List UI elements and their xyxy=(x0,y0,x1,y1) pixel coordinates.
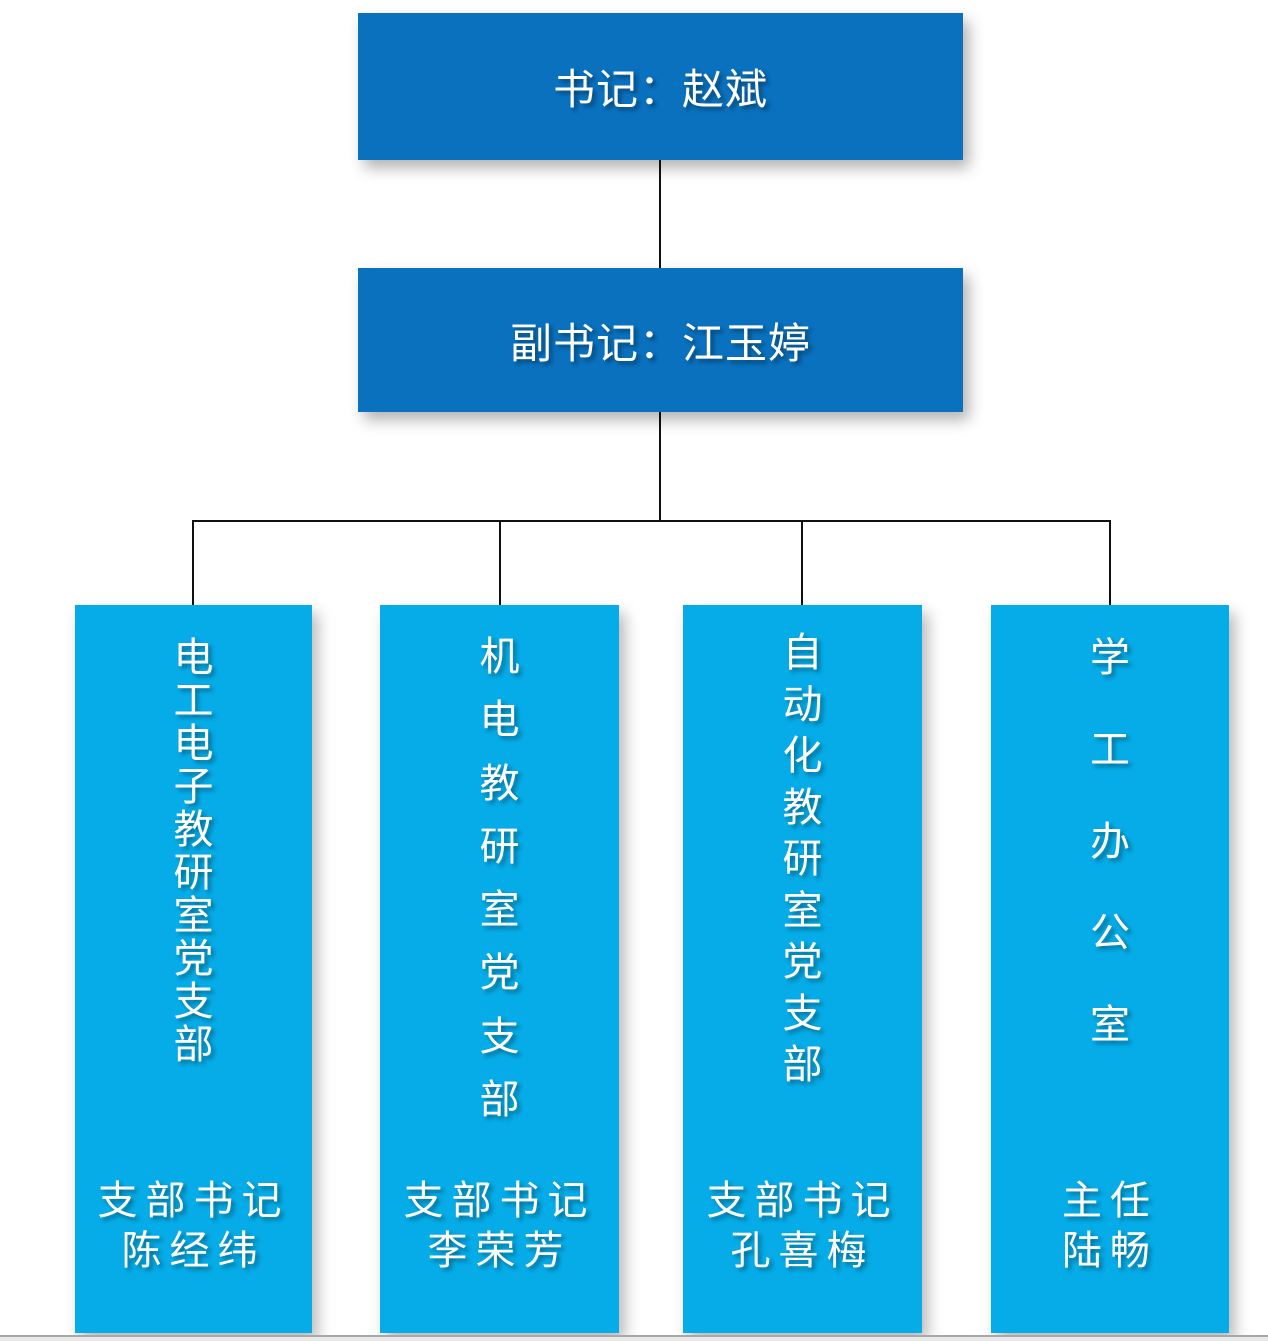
connector-root-to-deputy xyxy=(659,160,661,268)
connector-drop-branch-2 xyxy=(499,520,501,606)
branch-title: 自动化教研室党支部 xyxy=(782,631,823,1087)
connector-drop-branch-1 xyxy=(192,520,194,606)
node-secretary: 书记：赵斌 xyxy=(358,13,963,160)
page-edge xyxy=(0,1335,1268,1341)
connector-drop-branch-3 xyxy=(801,520,803,606)
node-deputy-secretary-label: 副书记：江玉婷 xyxy=(509,319,811,367)
branch-leader-name: 李荣芳 xyxy=(427,1229,572,1273)
branch-title: 机电教研室党支部 xyxy=(479,635,520,1122)
branch-leader: 支部书记 李荣芳 xyxy=(380,1176,619,1276)
branch-leader-name: 孔喜梅 xyxy=(730,1229,875,1273)
branch-title: 电工电子教研室党支部 xyxy=(173,636,214,1067)
branch-leader-role: 支部书记 xyxy=(706,1179,899,1223)
branch-leader-role: 支部书记 xyxy=(403,1179,596,1223)
connector-bus xyxy=(192,520,1111,522)
branch-leader: 主任 陆畅 xyxy=(991,1176,1229,1276)
node-deputy-secretary: 副书记：江玉婷 xyxy=(358,268,963,412)
branch-node-electrical-electronics: 电工电子教研室党支部 支部书记 陈经纬 xyxy=(75,605,312,1333)
branch-leader-name: 陆畅 xyxy=(1062,1229,1158,1273)
branch-leader-role: 主任 xyxy=(1062,1179,1158,1223)
branch-leader: 支部书记 孔喜梅 xyxy=(683,1176,922,1276)
branch-leader-role: 支部书记 xyxy=(97,1179,290,1223)
branch-leader-name: 陈经纬 xyxy=(121,1229,266,1273)
branch-title: 学工办公室 xyxy=(1090,636,1130,1047)
node-secretary-label: 书记：赵斌 xyxy=(552,66,768,113)
branch-leader: 支部书记 陈经纬 xyxy=(75,1176,312,1276)
branch-node-student-affairs-office: 学工办公室 主任 陆畅 xyxy=(991,605,1229,1333)
branch-node-mechatronics: 机电教研室党支部 支部书记 李荣芳 xyxy=(380,605,619,1333)
branch-node-automation: 自动化教研室党支部 支部书记 孔喜梅 xyxy=(683,605,922,1333)
connector-drop-branch-4 xyxy=(1109,520,1111,606)
connector-deputy-to-bus xyxy=(659,412,661,522)
